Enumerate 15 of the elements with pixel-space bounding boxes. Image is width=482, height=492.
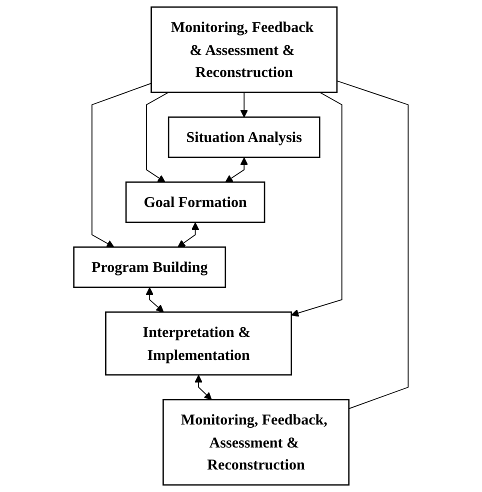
node-box: Goal Formation — [125, 181, 266, 224]
arrow — [194, 374, 212, 400]
connector — [336, 80, 409, 410]
arrow — [146, 92, 169, 182]
arrow — [92, 82, 152, 248]
arrow — [225, 157, 248, 182]
arrow — [291, 92, 342, 317]
node-box: Situation Analysis — [168, 116, 320, 158]
node-box: Interpretation & Implementation — [105, 311, 292, 376]
arrow — [146, 287, 164, 312]
node-box: Program Building — [73, 246, 226, 288]
arrow — [240, 92, 248, 118]
arrow — [178, 222, 200, 248]
node-box: Monitoring, Feedback, Assessment & Reconstruction — [162, 398, 350, 486]
node-box: Monitoring, Feedback & Assessment & Reconstruction — [150, 6, 338, 94]
